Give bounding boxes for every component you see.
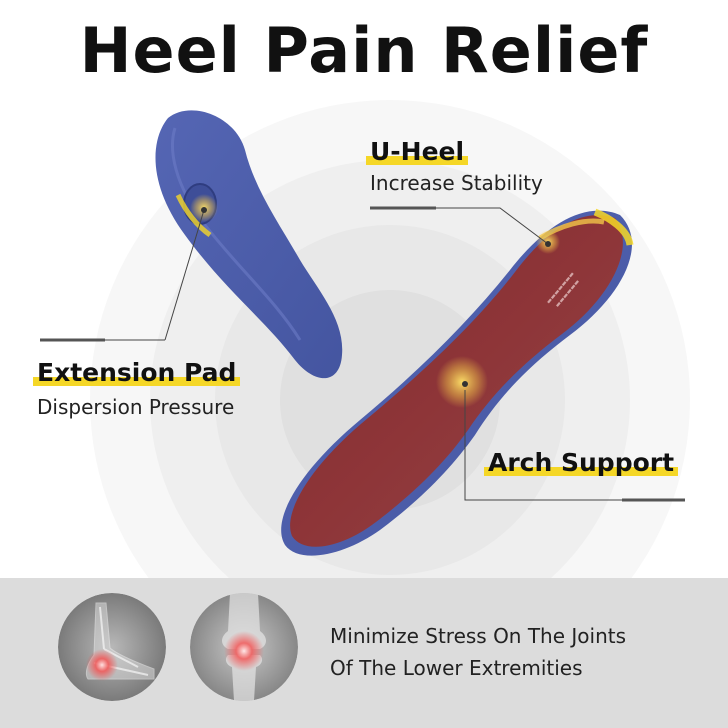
feature-extension-pad: Extension Pad Dispersion Pressure [33, 358, 241, 419]
u-heel-label: U-Heel [370, 137, 465, 166]
foot-xray-icon [58, 593, 166, 701]
feature-arch-support: Arch Support [484, 448, 679, 477]
bottom-caption: Minimize Stress On The Joints Of The Low… [330, 620, 710, 684]
extension-pad-label: Extension Pad [37, 358, 237, 387]
arch-support-label: Arch Support [488, 448, 675, 477]
feature-label: Extension Pad [33, 358, 241, 387]
highlight-bar [33, 377, 241, 386]
bottom-line-2: Of The Lower Extremities [330, 656, 583, 680]
feature-u-heel: U-Heel Increase Stability [366, 137, 543, 195]
highlight-bar [484, 467, 679, 476]
extension-pad-sub: Dispersion Pressure [37, 395, 235, 419]
highlight-bar [366, 156, 469, 165]
feature-label: Arch Support [484, 448, 679, 477]
knee-xray-icon [190, 593, 298, 701]
feature-label: U-Heel [366, 137, 469, 166]
u-heel-sub: Increase Stability [370, 171, 543, 195]
page-title: Heel Pain Relief [79, 14, 649, 87]
bottom-line-1: Minimize Stress On The Joints [330, 624, 627, 648]
